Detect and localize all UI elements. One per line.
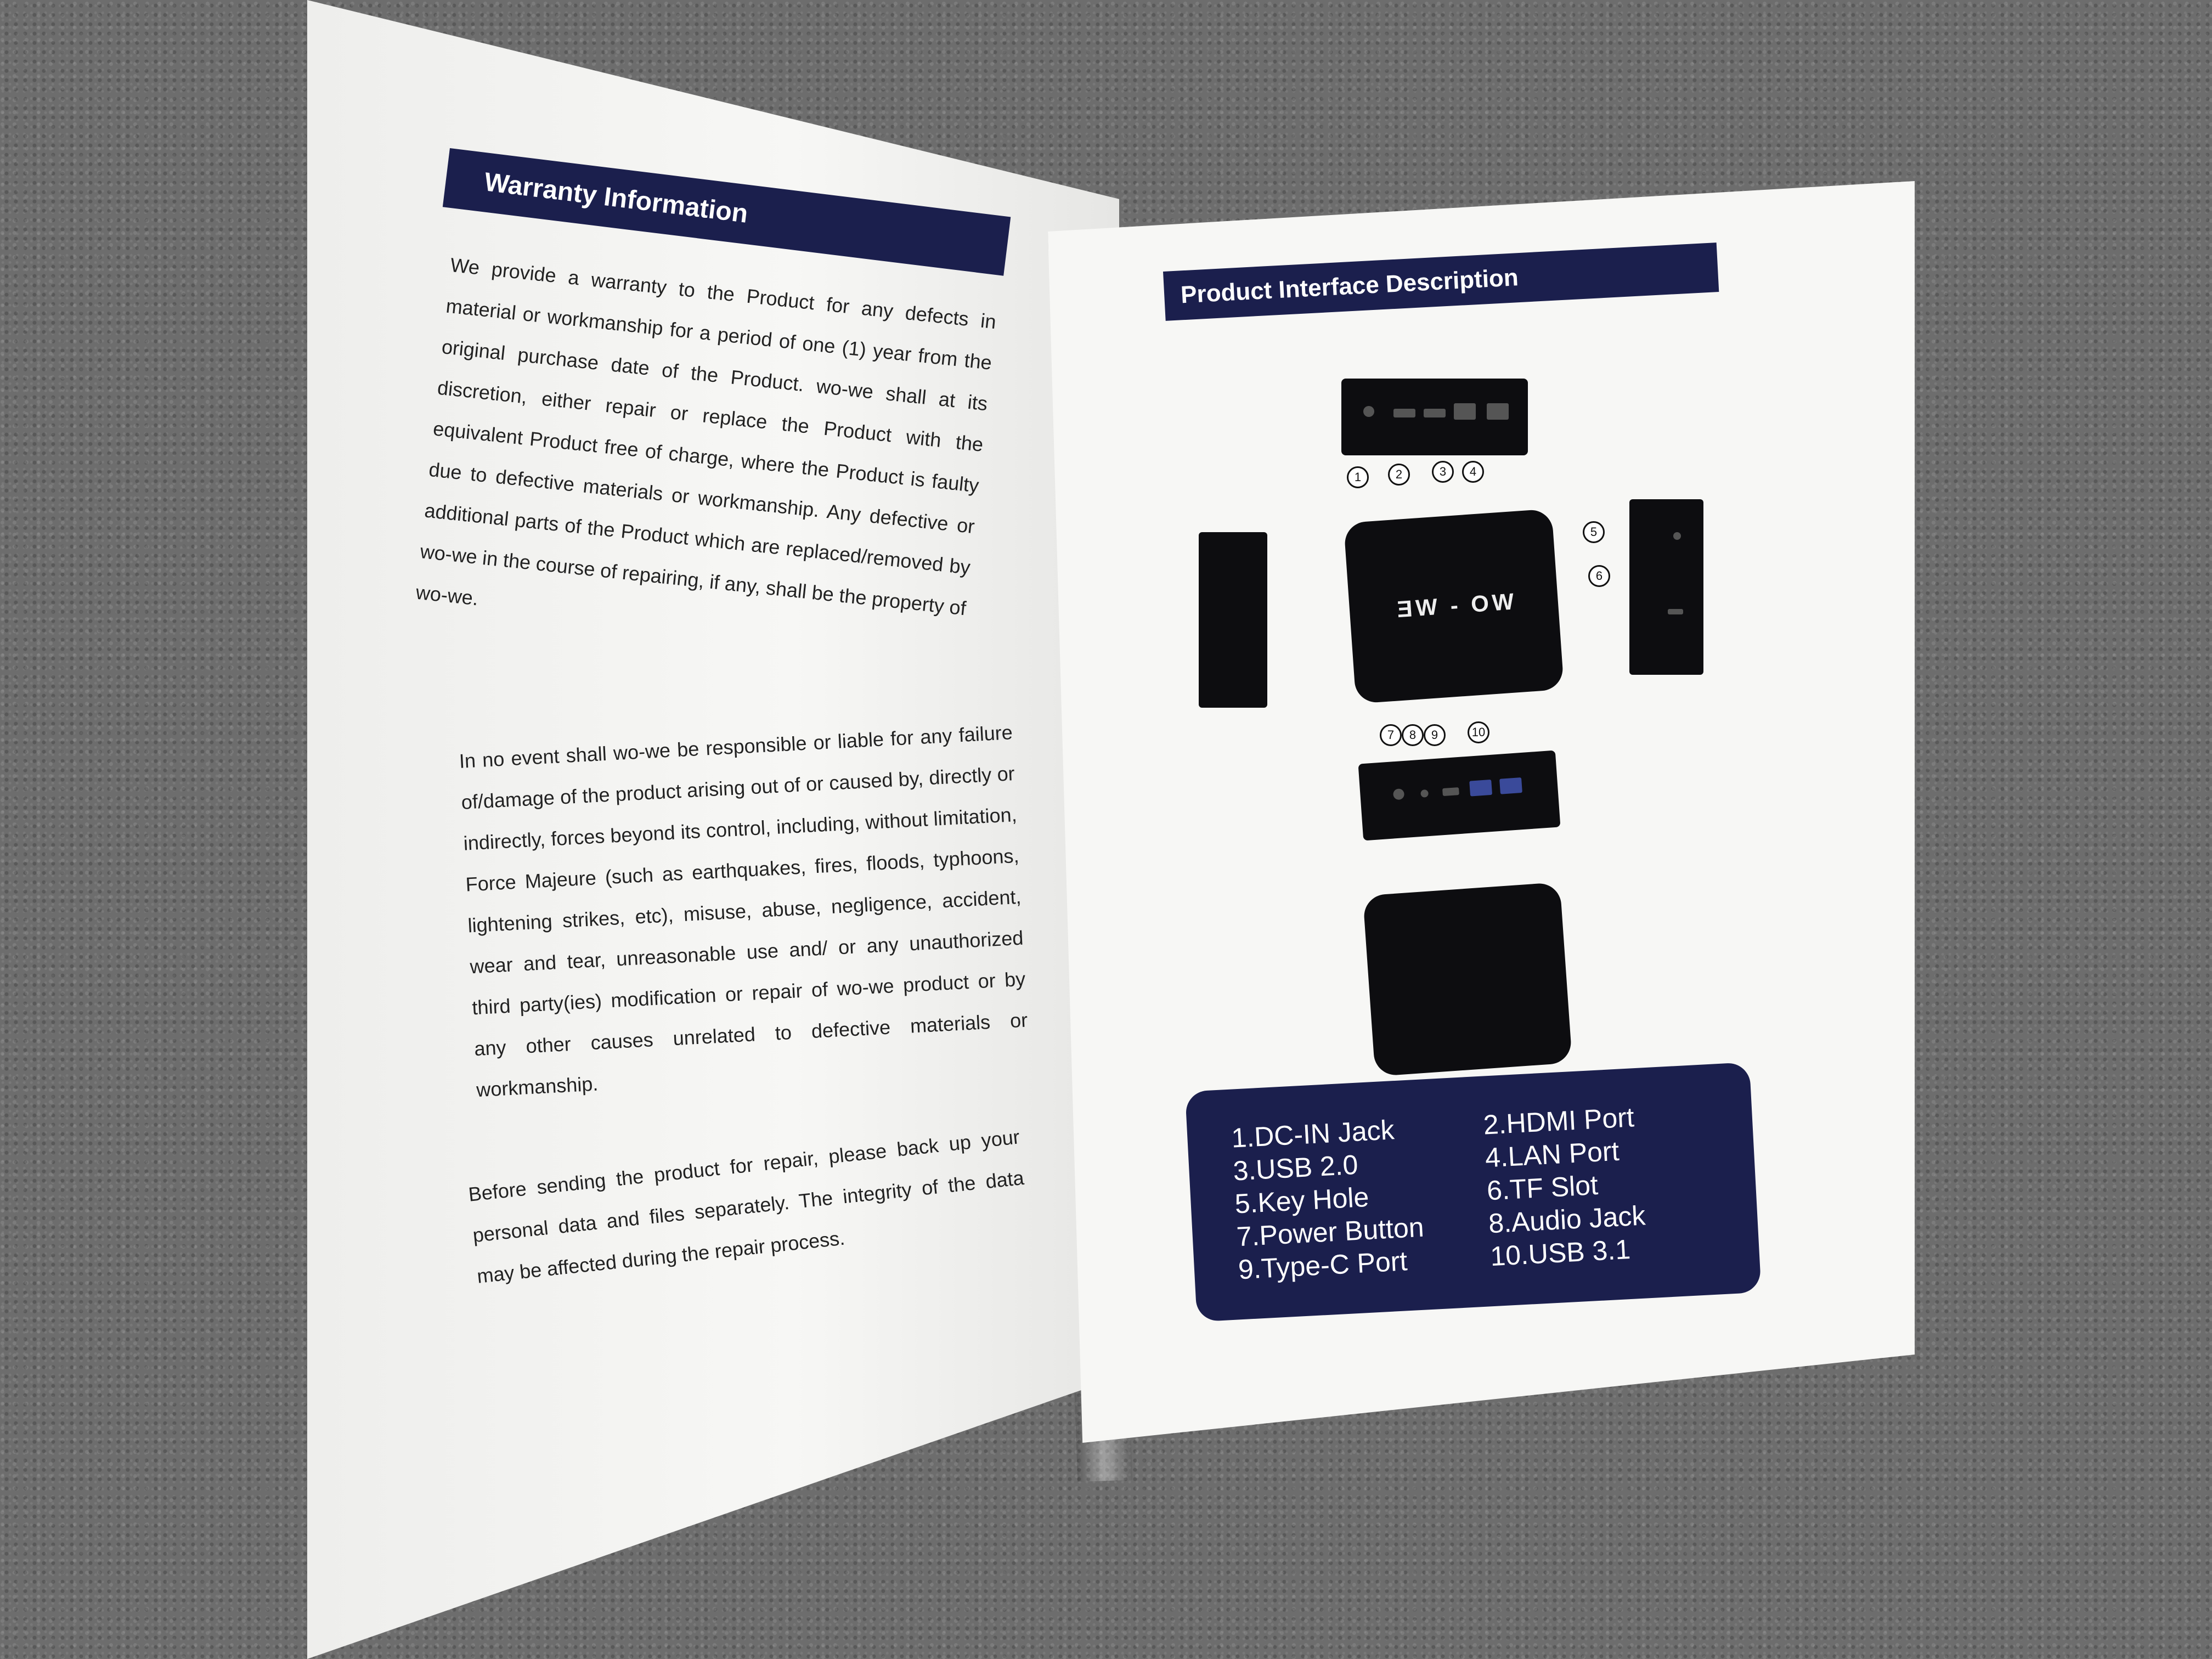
device-top-view xyxy=(1341,379,1528,455)
usb3-port-drawing-2 xyxy=(1499,777,1522,794)
usb3-port-drawing xyxy=(1469,779,1493,797)
callout-4: 4 xyxy=(1462,461,1484,483)
warranty-paragraph-3-text: Before sending the product for repair, p… xyxy=(467,1125,1025,1288)
lan-port-drawing xyxy=(1487,403,1509,420)
legend-item-3: 3.USB 2.0 xyxy=(1232,1149,1359,1187)
hdmi-port-drawing-2 xyxy=(1424,409,1446,417)
tf-slot-drawing xyxy=(1668,609,1683,614)
legend-item-6: 6.TF Slot xyxy=(1486,1169,1599,1206)
legend-item-4: 4.LAN Port xyxy=(1484,1135,1620,1173)
callout-2: 2 xyxy=(1388,464,1410,486)
right-page: Product Interface Description 1 2 3 4 WO… xyxy=(1048,181,1915,1443)
device-left-side xyxy=(1199,532,1267,708)
device-back-view xyxy=(1358,750,1561,841)
callout-5: 5 xyxy=(1583,521,1605,543)
warranty-paragraph-1-text: We provide a warranty to the Product for… xyxy=(415,253,997,620)
audio-jack-drawing xyxy=(1420,789,1429,798)
left-page: Warranty Information We provide a warran… xyxy=(307,0,1119,1659)
legend-item-5: 5.Key Hole xyxy=(1234,1181,1370,1220)
device-right-side xyxy=(1629,499,1703,675)
device-front-view: WO - WE xyxy=(1343,509,1565,704)
callout-9: 9 xyxy=(1424,724,1446,746)
device-brand-logo: WO - WE xyxy=(1392,588,1515,623)
warranty-paragraph-3: Before sending the product for repair, p… xyxy=(466,1116,1030,1296)
warranty-paragraph-1: We provide a warranty to the Product for… xyxy=(414,244,998,670)
port-legend: 1.DC-IN Jack 2.HDMI Port 3.USB 2.0 4.LAN… xyxy=(1185,1062,1762,1322)
legend-item-10: 10.USB 3.1 xyxy=(1489,1233,1632,1272)
legend-item-1: 1.DC-IN Jack xyxy=(1231,1114,1395,1154)
callout-7: 7 xyxy=(1380,724,1402,746)
callout-3: 3 xyxy=(1432,461,1454,483)
usb-port-drawing xyxy=(1454,403,1476,420)
device-bottom-view xyxy=(1362,882,1573,1077)
callout-8: 8 xyxy=(1402,724,1424,746)
callout-1: 1 xyxy=(1347,466,1369,488)
type-c-port-drawing xyxy=(1442,787,1459,797)
dc-in-port-drawing xyxy=(1363,406,1374,417)
warranty-paragraph-2: In no event shall wo-we be responsible o… xyxy=(458,712,1031,1110)
interface-heading: Product Interface Description xyxy=(1163,242,1719,321)
power-button-drawing xyxy=(1392,788,1405,800)
warranty-paragraph-2-text: In no event shall wo-we be responsible o… xyxy=(458,721,1029,1102)
key-hole-drawing xyxy=(1673,532,1681,540)
callout-10: 10 xyxy=(1468,721,1489,743)
hdmi-port-drawing xyxy=(1393,409,1415,417)
callout-6: 6 xyxy=(1588,565,1610,587)
